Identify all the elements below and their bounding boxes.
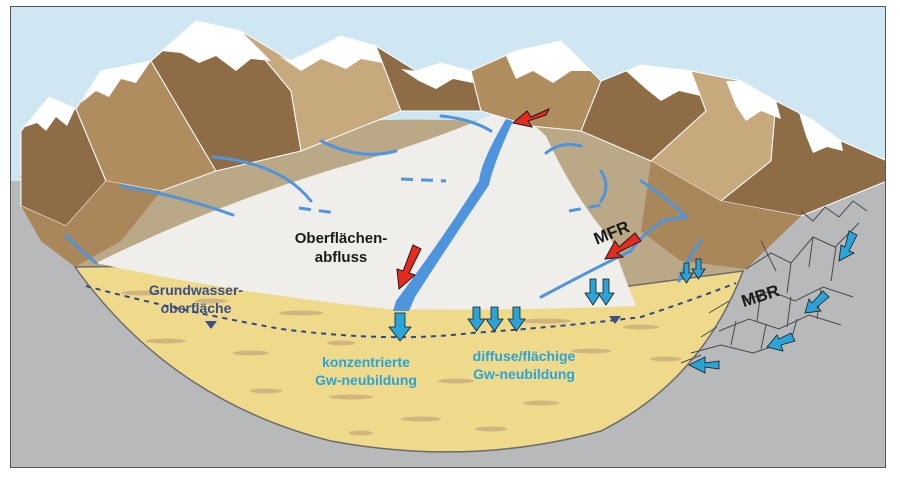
groundwater-surface-label: Grundwasser- oberfläche [131,281,261,317]
recharge-arrows [388,258,706,342]
groundwater-surface-label-line1: Grundwasser- [148,282,244,298]
runoff-channel [393,119,513,311]
concentrated-recharge-label-line2: Gw-neubildung [315,372,417,388]
diffuse-recharge-label-line2: Gw-neubildung [473,366,575,382]
stream-dashes [298,177,602,215]
streams [64,114,703,299]
sediment-lenses [121,290,682,436]
concentrated-recharge-label-line1: konzentrierte [322,354,410,370]
surface-runoff-label-line2: abfluss [314,249,368,266]
water-table-marker [205,321,217,329]
surface-runoff-label-line1: Oberflächen- [294,230,388,247]
bedrock-flow-arrows [688,230,858,374]
alluvial-fan [96,112,636,310]
red-arrow [511,107,551,128]
red-arrow [396,244,422,291]
groundwater-surface-label-line2: oberfläche [160,300,232,316]
water-table-marker [609,316,621,324]
snow-caps [25,21,843,153]
diffuse-recharge-label: diffuse/flächige Gw-neubildung [459,347,589,383]
valley-diagram [11,7,885,467]
diagram-frame: Oberflächen- abfluss Grundwasser- oberfl… [10,6,886,468]
surface-runoff-label: Oberflächen- abfluss [281,229,401,267]
red-arrow [604,232,642,260]
diffuse-recharge-label-line1: diffuse/flächige [472,348,576,364]
concentrated-recharge-label: konzentrierte Gw-neubildung [301,353,431,389]
